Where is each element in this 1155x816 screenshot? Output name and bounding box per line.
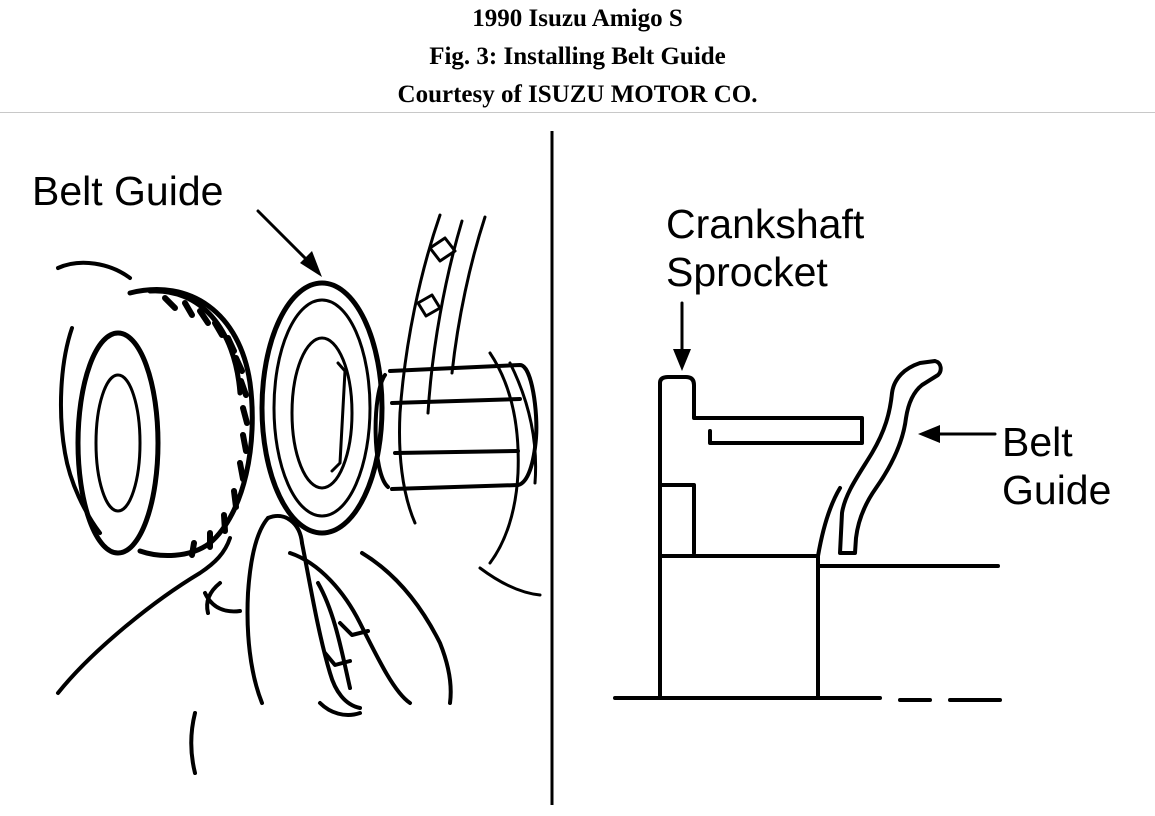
belt-guide-leader-arrow: [256, 209, 322, 277]
shaft-lines: [613, 564, 1002, 702]
figure-header: 1990 Isuzu Amigo S Fig. 3: Installing Be…: [0, 0, 1155, 112]
crankshaft-sprocket: [75, 287, 255, 558]
belt-guide-right-leader-arrow: [918, 425, 997, 443]
belt-guide-illustration: Belt Guide: [0, 113, 1155, 816]
vehicle-title: 1990 Isuzu Amigo S: [472, 5, 683, 32]
crankshaft-leader-arrow: [673, 301, 691, 371]
label-belt-right: Belt: [1002, 419, 1073, 465]
crankshaft-stub: [373, 363, 539, 491]
right-panel-drawing: Crankshaft Sprocket Belt Guide: [613, 201, 1111, 702]
hand-outline: [56, 260, 453, 775]
label-sprocket: Sprocket: [666, 249, 828, 295]
belt-guide-disc: [259, 280, 385, 536]
left-panel-drawing: Belt Guide: [32, 168, 542, 775]
figure-credit: Courtesy of ISUZU MOTOR CO.: [397, 81, 758, 108]
engine-block-lines: [398, 213, 542, 597]
belt-guide-cross-section: [838, 359, 943, 555]
label-guide-right: Guide: [1002, 467, 1111, 513]
figure-caption: Fig. 3: Installing Belt Guide: [429, 43, 726, 70]
header-divider: [0, 112, 1155, 113]
sprocket-cross-section: [658, 375, 864, 700]
label-crankshaft: Crankshaft: [666, 201, 865, 247]
label-belt-guide-left: Belt Guide: [32, 168, 223, 214]
